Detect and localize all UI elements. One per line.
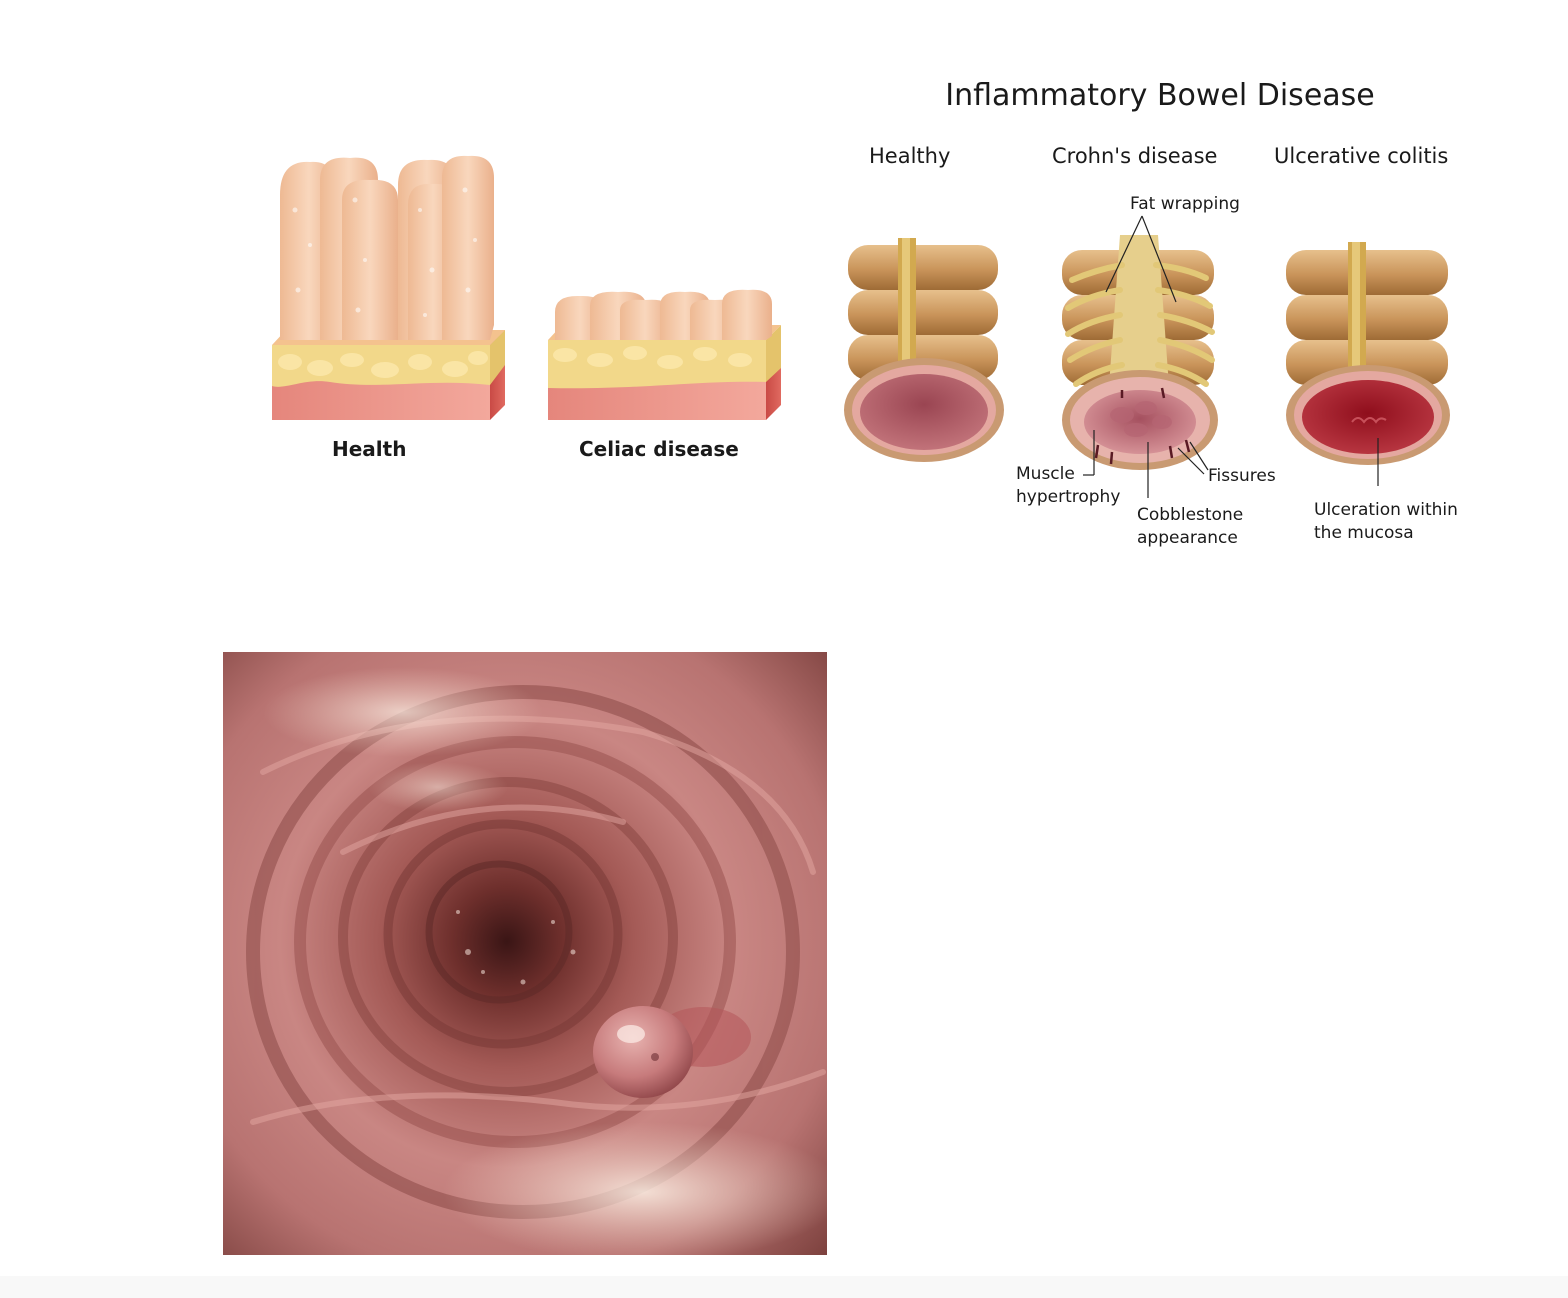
polyp [593,1006,751,1098]
fissures-annotation: Fissures [1208,466,1276,486]
celiac-villi-block [548,289,781,420]
villi-illustration [272,155,781,420]
ulceration-annotation: Ulceration within the mucosa [1314,500,1458,543]
page-footer-strip [0,1276,1568,1298]
uc-colon-segment [1286,242,1450,465]
celiac-disease-label: Celiac disease [579,437,739,461]
colonoscopy-image [223,652,827,1255]
annotation-leader-lines [1083,215,1379,498]
colon-lumen-rendering [223,652,827,1255]
ibd-diagram: Inflammatory Bowel Disease Healthy Crohn… [840,70,1480,560]
villi-comparison-figure: Health Celiac disease [260,150,800,480]
ibd-title: Inflammatory Bowel Disease [945,78,1375,113]
cobblestone-annotation: Cobblestone appearance [1137,505,1244,548]
colon-segment-illustrations [844,215,1450,498]
crohns-colon-segment [1062,235,1218,470]
fat-wrapping-annotation: Fat wrapping [1130,194,1240,214]
muscle-hypertrophy-annotation: Muscle hypertrophy [1016,464,1121,507]
health-label: Health [332,437,407,461]
healthy-column-heading: Healthy [869,144,951,168]
healthy-villi-block [272,155,505,420]
crohns-column-heading: Crohn's disease [1052,144,1218,168]
healthy-colon-segment [844,238,1004,462]
uc-column-heading: Ulcerative colitis [1274,144,1449,168]
